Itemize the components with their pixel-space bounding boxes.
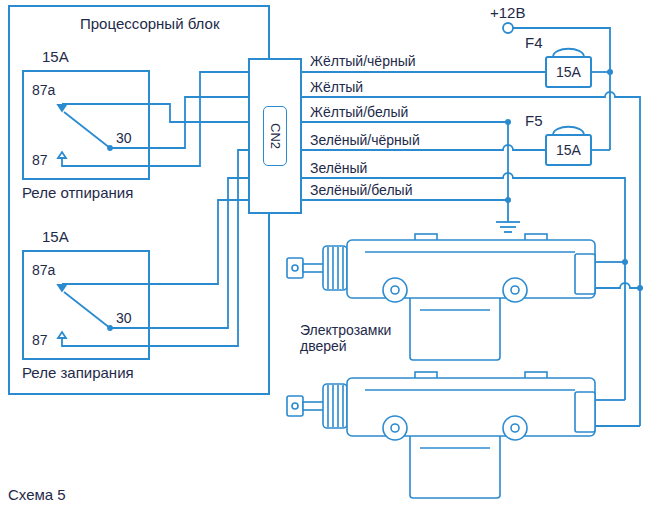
contact-tip xyxy=(58,152,66,158)
pin-number: 30 xyxy=(116,310,132,326)
pin-number: 30 xyxy=(116,130,132,146)
current-rating: 15A xyxy=(556,64,581,80)
ground-symbol xyxy=(500,226,516,228)
wire xyxy=(592,149,610,151)
wire xyxy=(595,399,625,401)
wire-color: Жёлтый/белый xyxy=(310,104,408,120)
relay-name: Реле отпирания xyxy=(22,184,133,201)
wire xyxy=(513,28,610,150)
wire xyxy=(302,71,545,73)
contact-tip xyxy=(58,332,66,338)
wire xyxy=(595,261,625,263)
contact-lead xyxy=(62,338,150,346)
wire xyxy=(595,283,640,288)
door-lock-actuator xyxy=(287,372,595,498)
contact-arm xyxy=(64,112,110,148)
connector-block: CN2 xyxy=(248,58,302,214)
current-rating: 15A xyxy=(42,48,69,65)
contact-tip xyxy=(58,285,66,291)
wire xyxy=(150,178,248,328)
relay-contacts xyxy=(58,104,150,346)
contact-lead xyxy=(110,147,150,149)
pivot-dot xyxy=(108,326,112,330)
pin-number: 87 xyxy=(32,332,48,348)
wire-color: Зелёный/белый xyxy=(310,182,412,198)
pin-number: 87a xyxy=(32,82,55,98)
relay-name: Реле запирания xyxy=(22,364,134,381)
contact-arm xyxy=(64,292,110,328)
fuse-name: F4 xyxy=(525,34,543,51)
junction-dot xyxy=(637,285,643,291)
figure-caption: Схема 5 xyxy=(8,486,66,503)
processor-unit: Процессорный блок15A87a3087Реле отпирани… xyxy=(8,5,270,395)
contact-tip xyxy=(58,105,66,111)
wire-color: Жёлтый/чёрный xyxy=(310,53,416,69)
junction-dot xyxy=(622,259,628,265)
pin-number: 87 xyxy=(32,152,48,168)
wire xyxy=(150,200,248,284)
pin-number: 87a xyxy=(32,262,55,278)
contact-lead xyxy=(62,158,150,166)
wire-color: Зелёный/чёрный xyxy=(310,132,420,148)
fuse-box: F515A xyxy=(545,134,592,166)
connector-plug: CN2 xyxy=(263,106,287,166)
door-lock-actuator xyxy=(287,234,595,360)
ground-symbol xyxy=(504,231,512,233)
contact-lead xyxy=(62,103,150,105)
wire xyxy=(302,199,508,201)
junction-dot xyxy=(607,69,613,75)
pivot-dot xyxy=(108,146,112,150)
voltage-label: +12В xyxy=(490,4,525,21)
wires xyxy=(302,23,640,426)
wire xyxy=(150,97,248,148)
current-rating: 15A xyxy=(556,142,581,158)
wire xyxy=(150,72,248,166)
contact-lead xyxy=(62,283,150,285)
fuse-box: F415A xyxy=(545,56,592,88)
relay-box: 15A87a3087Реле запирания xyxy=(22,250,150,360)
fuse-name: F5 xyxy=(525,112,543,129)
wire xyxy=(595,425,640,427)
block-title: Процессорный блок xyxy=(80,15,219,32)
power-terminal xyxy=(503,23,513,33)
part-label: Электрозамки дверей xyxy=(300,322,406,354)
current-rating: 15A xyxy=(42,228,69,245)
wire-color: Зелёный xyxy=(310,160,367,176)
junction-dot xyxy=(505,197,511,203)
wire xyxy=(302,122,508,222)
wire xyxy=(150,150,248,346)
connector-name: CN2 xyxy=(267,123,283,149)
contact-lead xyxy=(110,327,150,329)
wire xyxy=(150,104,248,122)
junction-dot xyxy=(505,119,511,125)
wire-color: Жёлтый xyxy=(310,79,363,95)
relay-box: 15A87a3087Реле отпирания xyxy=(22,70,150,180)
ground-symbol xyxy=(496,221,520,223)
